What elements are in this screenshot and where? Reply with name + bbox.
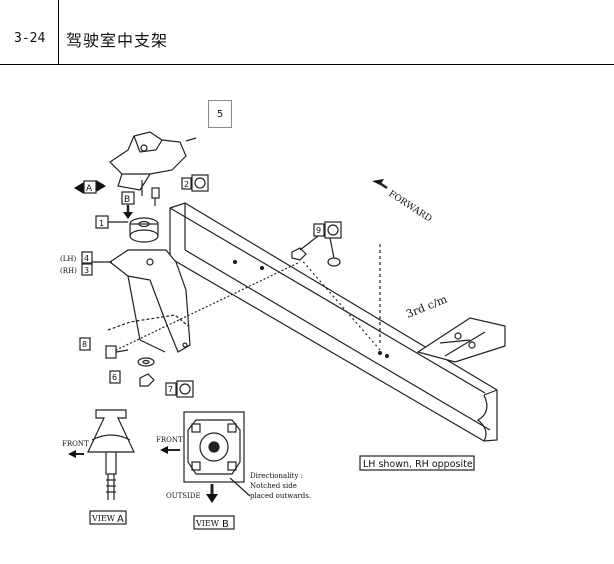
bolt-2 — [151, 187, 160, 206]
front-arrow-b — [160, 446, 180, 454]
view-a-tag: A — [86, 184, 93, 194]
lh-shown-note: LH shown, RH opposite — [363, 459, 473, 470]
third-crossmember — [416, 317, 506, 363]
washer-6 — [137, 357, 155, 367]
view-a-arrow — [74, 180, 106, 194]
callout-7: 7 — [168, 385, 173, 394]
front-label-b: FRONT — [156, 436, 183, 444]
page-header: 3-24 驾驶室中支架 — [0, 0, 614, 65]
callout-2: 2 — [184, 180, 189, 189]
view-a-mount — [87, 409, 135, 500]
view-a-word: VIEW — [91, 514, 116, 523]
callout-8: 8 — [82, 340, 87, 349]
bolt-8 — [105, 345, 129, 359]
fastener-9 — [291, 247, 341, 267]
rubber-mount — [129, 217, 159, 243]
outside-arrow — [206, 484, 218, 503]
page-title: 驾驶室中支架 — [66, 31, 169, 50]
forward-arrow — [372, 179, 388, 190]
callout-3: 3 — [84, 266, 89, 275]
wrench-icon — [191, 174, 209, 192]
view-b-tag-letter: B — [124, 195, 130, 205]
callout-6: 6 — [112, 373, 117, 382]
callout-4: 4 — [84, 254, 89, 263]
header-divider — [58, 0, 59, 64]
wrench-icon-9 — [324, 221, 342, 239]
crossmember-label: 3rd c/m — [404, 292, 449, 320]
cab-mount-bracket-upper — [109, 131, 197, 196]
outside-label: OUTSIDE — [166, 492, 201, 500]
figure-number-box: 5 — [208, 100, 232, 128]
frame-rail — [169, 202, 498, 442]
view-a-letter: A — [117, 514, 124, 525]
lh-prefix: (LH) — [60, 255, 76, 263]
view-b-letter: B — [222, 519, 229, 530]
wrench-icon-7 — [176, 380, 194, 398]
directionality-line-1: Directionality : — [250, 472, 303, 480]
view-b-tag — [121, 191, 135, 219]
section-number: 3-24 — [14, 31, 46, 46]
lower-bracket — [107, 249, 191, 353]
view-b-word: VIEW — [195, 519, 220, 528]
forward-label: FORWARD — [386, 189, 433, 224]
directionality-line-2: Notched side — [250, 482, 297, 490]
callout-1: 1 — [99, 219, 104, 228]
nut-7 — [139, 373, 155, 387]
view-b-mount — [183, 411, 245, 483]
front-arrow-a — [68, 450, 84, 458]
front-label-a: FRONT — [62, 440, 89, 448]
callout-9: 9 — [316, 226, 321, 235]
cab-mount-diagram: 3rd c/m FORWARD A B 2 — [60, 131, 506, 530]
directionality-line-3: placed outwards. — [250, 492, 311, 500]
rh-prefix: (RH) — [60, 267, 77, 275]
figure-number: 5 — [216, 108, 224, 120]
